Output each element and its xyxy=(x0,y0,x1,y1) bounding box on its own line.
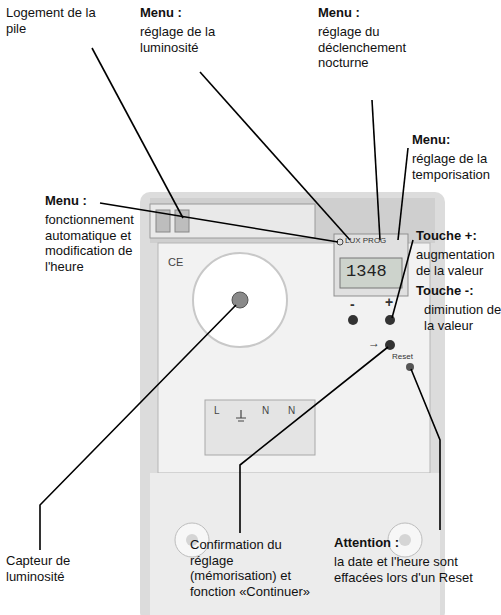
callout-text: Logement de la pile xyxy=(6,5,101,36)
leader-line xyxy=(240,347,388,533)
callout-heading: Menu : xyxy=(318,5,438,21)
leader-line xyxy=(92,48,183,218)
terminal-marking: N xyxy=(262,405,274,417)
leader-line xyxy=(398,148,408,240)
lcd-digits: 1348 xyxy=(346,262,406,282)
callout-text: diminution de la valeur xyxy=(424,302,501,333)
leader-line xyxy=(392,240,413,318)
terminal-block xyxy=(205,400,315,455)
callout-text: réglage de la luminosité xyxy=(140,24,235,55)
ground-symbol xyxy=(236,410,246,421)
reset-button xyxy=(406,363,414,371)
minus-button xyxy=(348,315,358,325)
callout-text: Capteur de luminosité xyxy=(6,553,101,584)
leader-line xyxy=(40,305,236,550)
button-marking: → xyxy=(368,336,384,350)
button-marking: + xyxy=(385,294,399,311)
callout-heading: Menu: xyxy=(412,132,501,148)
battery-compartment xyxy=(150,204,315,238)
sensor-disc xyxy=(193,253,287,347)
callout-heading: Attention : xyxy=(334,535,454,551)
callout-text: réglage de la temporisation xyxy=(412,151,501,182)
callout-heading: Menu : xyxy=(140,5,260,21)
leader-line xyxy=(100,203,338,242)
screw-hole xyxy=(399,534,411,546)
display-marking: LUX PROG xyxy=(345,236,405,246)
display-frame xyxy=(334,234,408,296)
device-marking: CE xyxy=(168,256,198,269)
callout-text: la date et l'heure sont effacées lors d'… xyxy=(334,554,494,585)
callout-text: augmentation de la valeur xyxy=(416,247,501,278)
battery-clip xyxy=(175,210,189,232)
callout-text: réglage du déclenchement nocturne xyxy=(318,24,426,71)
callout-text: fonctionnement automatique et modificati… xyxy=(45,212,157,274)
callout-heading: Touche +: xyxy=(416,228,501,244)
inner-panel xyxy=(158,243,430,473)
callout-text: Confirmation du réglage (mémorisation) e… xyxy=(190,537,318,599)
housing xyxy=(140,192,445,615)
terminal-marking: N xyxy=(288,405,300,417)
leader-line xyxy=(411,369,440,530)
callout-heading: Touche -: xyxy=(416,283,501,299)
callout-heading: Menu : xyxy=(45,193,155,209)
leader-line xyxy=(372,100,380,240)
leader-line xyxy=(200,72,350,240)
button-marking: - xyxy=(350,296,362,313)
plus-button xyxy=(385,315,395,325)
button-marking: Reset xyxy=(392,352,432,362)
terminal-marking: L xyxy=(214,405,226,417)
